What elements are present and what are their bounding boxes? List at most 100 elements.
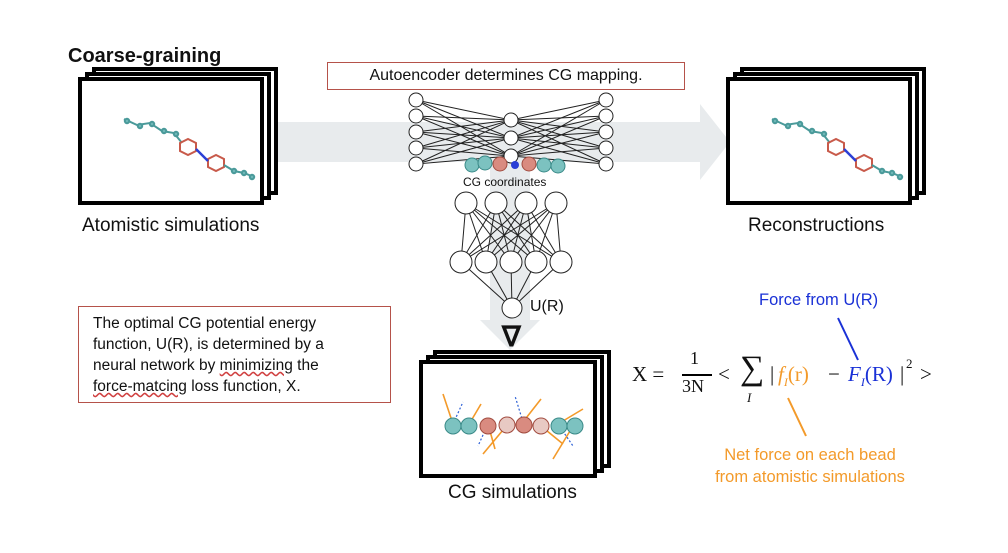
network-edge: [485, 202, 527, 263]
network-edge: [415, 115, 512, 121]
F-symbol: F: [848, 362, 861, 386]
F-args: (R): [864, 362, 893, 386]
network-edge: [510, 115, 607, 139]
loss-equation: X = 1 3N < ∑ I | fI(r) − FI(R) | 2 >: [632, 348, 932, 412]
fraction-denominator: 3N: [682, 376, 704, 396]
description-line: neural network by minimizing the: [93, 355, 380, 376]
network-edge: [415, 137, 512, 165]
network-edge: [510, 137, 607, 165]
network-edge: [415, 119, 512, 165]
abs-bar-left: |: [770, 362, 775, 386]
description-box: The optimal CG potential energy function…: [78, 306, 391, 403]
spellcheck-word: minimizing: [219, 357, 293, 374]
network-edge: [415, 99, 512, 157]
network-node: [598, 156, 614, 172]
f-args: (r): [787, 362, 809, 386]
angle-right: >: [920, 362, 932, 386]
network-edge: [415, 119, 512, 149]
description-line: force-matcing loss function, X.: [93, 376, 380, 397]
network-node: [503, 148, 519, 164]
f-symbol: f: [778, 362, 784, 386]
network-edge: [510, 147, 607, 157]
spellcheck-word: force-matcing: [93, 378, 187, 395]
atomistic-stack: [78, 67, 278, 207]
network-edge: [415, 147, 512, 157]
force-from-annotation: Force from U(R): [759, 291, 879, 309]
network-node: [544, 191, 568, 215]
text-fragment: neural network by: [93, 357, 220, 374]
abs-bar-right: |: [900, 362, 905, 386]
reconstructions-label: Reconstructions: [748, 215, 885, 236]
network-edge: [510, 99, 607, 121]
page-title: Coarse-graining: [68, 45, 222, 67]
network-edge: [495, 202, 537, 263]
text-fragment: loss function, X.: [186, 378, 301, 395]
network-node: [408, 140, 424, 156]
network-edge: [510, 119, 607, 165]
network-node: [449, 250, 473, 274]
sum-subscript: I: [747, 390, 752, 405]
atomistic-label: Atomistic simulations: [82, 215, 260, 236]
network-node: [474, 250, 498, 274]
network-node: [499, 250, 523, 274]
autoencoder-note: Autoencoder determines CG mapping.: [327, 62, 685, 90]
reconstructed-molecule-image: [771, 117, 904, 181]
network-edge: [510, 115, 607, 157]
network-edge: [415, 131, 512, 157]
cg-simulation-stack: [419, 350, 611, 478]
f-subscript: I: [783, 375, 788, 390]
network-node: [454, 191, 478, 215]
network-node: [408, 156, 424, 172]
network-edge: [465, 202, 512, 263]
network-edge: [510, 119, 607, 133]
network-edge: [510, 119, 607, 149]
reconstruction-stack: [726, 67, 926, 207]
network-node: [598, 108, 614, 124]
network-node: [598, 140, 614, 156]
network-node: [408, 108, 424, 124]
cg-simulations-label: CG simulations: [448, 482, 577, 503]
network-node: [549, 250, 573, 274]
fraction-numerator: 1: [690, 348, 699, 368]
network-node: [408, 92, 424, 108]
equation-lhs: X =: [632, 362, 665, 386]
network-edge: [510, 202, 557, 263]
network-edge: [510, 99, 607, 157]
f-big-term: FI(R): [848, 362, 893, 390]
network-edge: [510, 137, 607, 149]
network-edge: [465, 202, 537, 263]
net-force-line: from atomistic simulations: [715, 468, 905, 486]
network-edge: [510, 131, 607, 157]
sum-symbol: ∑: [740, 350, 765, 387]
network-edge: [510, 115, 607, 121]
net-force-line: Net force on each bead: [724, 446, 896, 464]
network-node: [408, 124, 424, 140]
description-line: The optimal CG potential energy: [93, 315, 317, 332]
angle-left: <: [718, 362, 730, 386]
network-edge: [415, 115, 512, 157]
network-node: [598, 92, 614, 108]
text-fragment: the: [292, 357, 319, 374]
network-edge: [485, 202, 557, 263]
minus-sign: −: [828, 362, 840, 386]
cg-coordinates-label: CG coordinates: [463, 175, 547, 189]
network-edge: [415, 119, 512, 133]
network-node: [514, 191, 538, 215]
network-node: [503, 112, 519, 128]
network-node: [598, 124, 614, 140]
description-line: function, U(R), is determined by a: [93, 336, 324, 353]
f-small-term: fI(r): [778, 362, 809, 390]
network-edge: [465, 202, 562, 263]
network-edge: [460, 202, 557, 263]
network-node: [503, 130, 519, 146]
cg-bead-chain: [464, 155, 566, 174]
network-node: [501, 297, 523, 319]
potential-label: U(R): [530, 298, 564, 315]
molecule-image: [123, 117, 256, 181]
power: 2: [906, 356, 913, 371]
network-node: [484, 191, 508, 215]
net-force-annotation: Net force on each bead from atomistic si…: [680, 444, 940, 488]
nabla-symbol: ∇: [502, 321, 521, 352]
